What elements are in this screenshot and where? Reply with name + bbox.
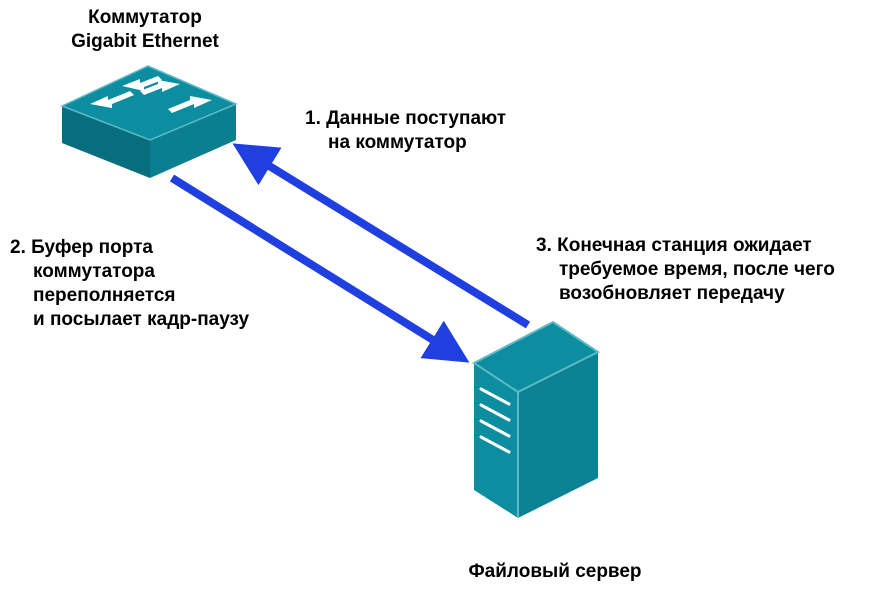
step3-line2: требуемое время, после чего xyxy=(559,259,835,280)
step2-line1: 2. Буфер порта xyxy=(10,237,153,258)
step2-line4: и посылает кадр-паузу xyxy=(33,309,250,330)
server-label: Файловый сервер xyxy=(468,561,642,582)
step3-line1: 3. Конечная станция ожидает xyxy=(536,235,812,256)
step2-line2: коммутатора xyxy=(33,261,155,282)
switch-title-line1: Коммутатор xyxy=(88,7,202,28)
pause-frame-arrow xyxy=(169,174,470,363)
step2-line3: переполняется xyxy=(33,285,176,306)
step1-label: 1. Данные поступают на коммутатор xyxy=(305,107,506,155)
network-switch-icon xyxy=(60,65,238,178)
step1-line2: на коммутатор xyxy=(328,132,467,153)
step1-line1: 1. Данные поступают xyxy=(305,108,507,129)
switch-label: Коммутатор Gigabit Ethernet xyxy=(40,6,250,54)
file-server-icon xyxy=(472,320,600,518)
step3-line3: возобновляет передачу xyxy=(559,283,785,304)
step3-label: 3. Конечная станция ожидает требуемое вр… xyxy=(536,234,835,306)
switch-title-line2: Gigabit Ethernet xyxy=(71,31,219,52)
step2-label: 2. Буфер порта коммутатора переполняется… xyxy=(10,236,249,332)
data-to-switch-arrow xyxy=(232,143,531,329)
